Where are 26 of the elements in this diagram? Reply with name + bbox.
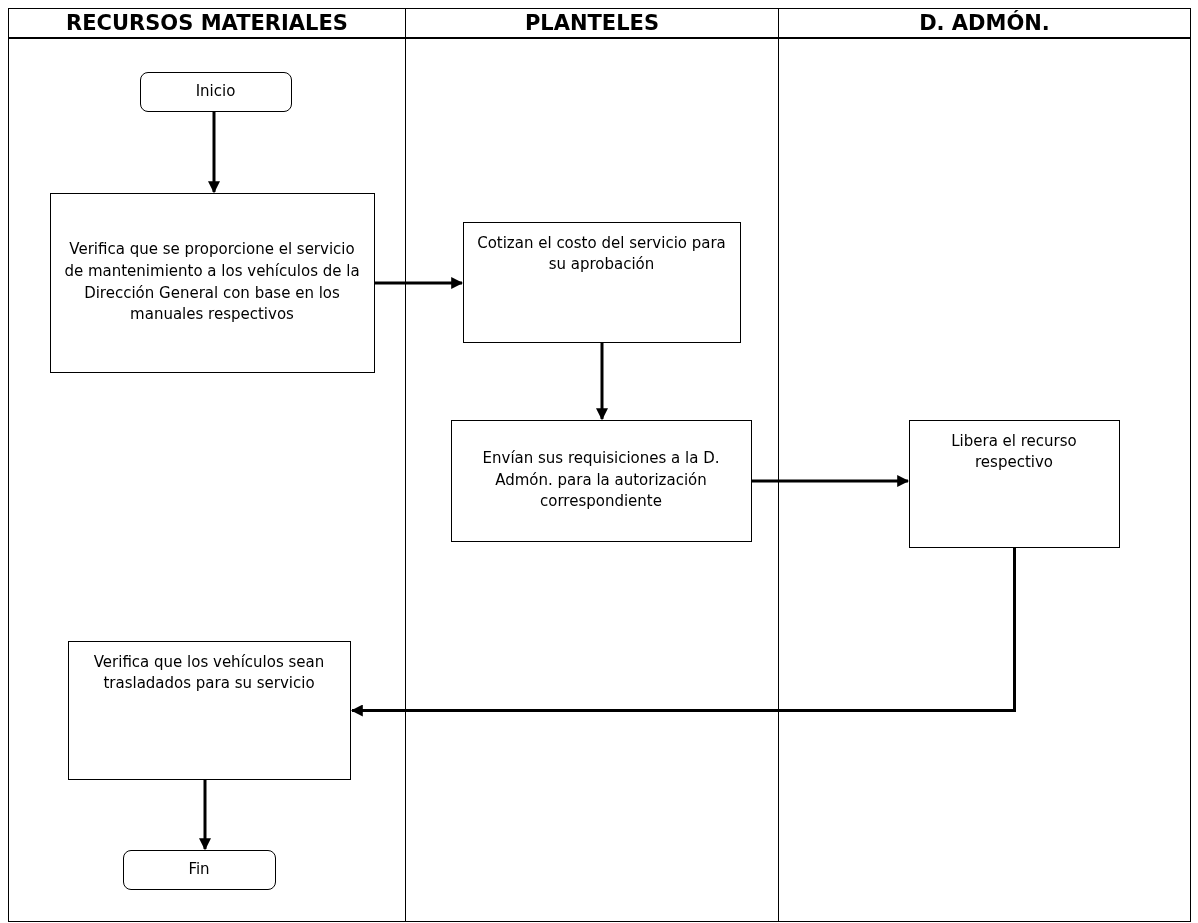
arrow xyxy=(208,112,220,194)
box-text: Verifica que se proporcione el servicio de mantenimiento a los vehículos de la Dirección General con base en los manuales respectivos xyxy=(63,239,361,326)
arrow xyxy=(752,475,910,487)
arrow xyxy=(375,277,464,289)
box-text: Cotizan el costo del servicio para su aprobación xyxy=(476,232,727,276)
box-text: Verifica que los vehículos sean trasladados para su servicio xyxy=(92,651,326,695)
swimlane xyxy=(405,8,779,922)
process-box xyxy=(450,419,752,542)
box-text: Fin xyxy=(188,858,210,880)
terminal-box xyxy=(139,71,292,112)
lane-header: RECURSOS MATERIALES xyxy=(9,9,405,39)
process-box xyxy=(908,419,1120,548)
lane-header: PLANTELES xyxy=(406,9,778,39)
box-text: Inicio xyxy=(195,80,236,102)
lane-header: D. ADMÓN. xyxy=(779,9,1190,39)
process-box xyxy=(462,221,741,343)
terminal-box xyxy=(122,849,276,890)
arrow xyxy=(199,780,211,851)
arrow xyxy=(350,548,1016,717)
swimlane xyxy=(778,8,1191,922)
swimlane xyxy=(8,8,406,922)
box-text: Libera el recurso respectivo xyxy=(950,430,1078,474)
process-box xyxy=(67,640,351,780)
arrow xyxy=(596,343,608,421)
process-box xyxy=(49,192,375,373)
box-text: Envían sus requisiciones a la D. Admón. para la autorización correspondiente xyxy=(481,447,721,513)
